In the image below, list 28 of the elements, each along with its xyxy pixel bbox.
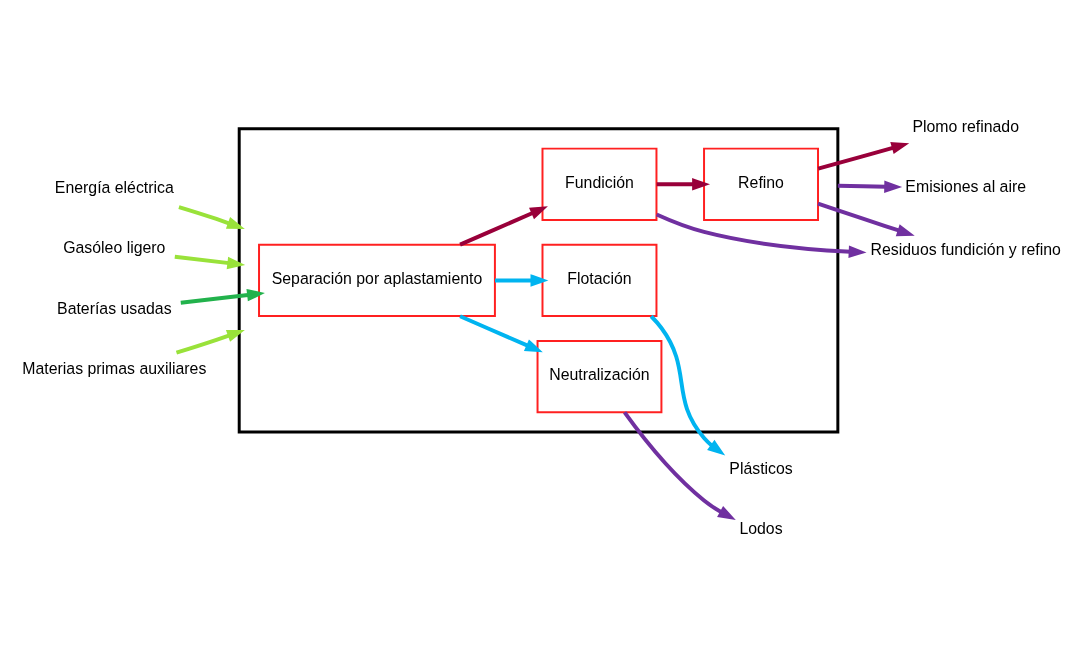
arrow xyxy=(837,179,903,193)
arrow xyxy=(656,177,710,191)
node-box: Neutralización xyxy=(536,339,663,413)
arrow xyxy=(174,254,246,269)
arrow xyxy=(655,212,867,258)
node-text: Plomo refinado xyxy=(912,117,1019,135)
node-text: Lodos xyxy=(739,519,783,537)
arrow xyxy=(175,329,245,355)
node-box: Flotación xyxy=(541,243,658,317)
arrow xyxy=(459,205,548,246)
arrow xyxy=(178,204,245,229)
node-text: Residuos fundición y refino xyxy=(870,240,1061,258)
node-box: Refino xyxy=(703,147,819,221)
node-text: Materias primas auxiliares xyxy=(22,359,207,377)
arrow xyxy=(495,273,549,287)
arrow xyxy=(817,201,915,236)
node-text: Energía eléctrica xyxy=(54,178,174,196)
node-text: Baterías usadas xyxy=(57,299,172,317)
node-text: Emisiones al aire xyxy=(905,177,1027,195)
node-text: Plásticos xyxy=(729,459,793,476)
arrow xyxy=(817,141,910,171)
arrow xyxy=(180,288,265,305)
node-box: Separación por aplastamiento xyxy=(258,243,496,317)
cluster xyxy=(237,126,840,434)
node-text: Gasóleo ligero xyxy=(63,238,166,256)
node-box: Fundición xyxy=(541,147,658,221)
arrow xyxy=(649,314,726,455)
arrow xyxy=(459,313,543,352)
